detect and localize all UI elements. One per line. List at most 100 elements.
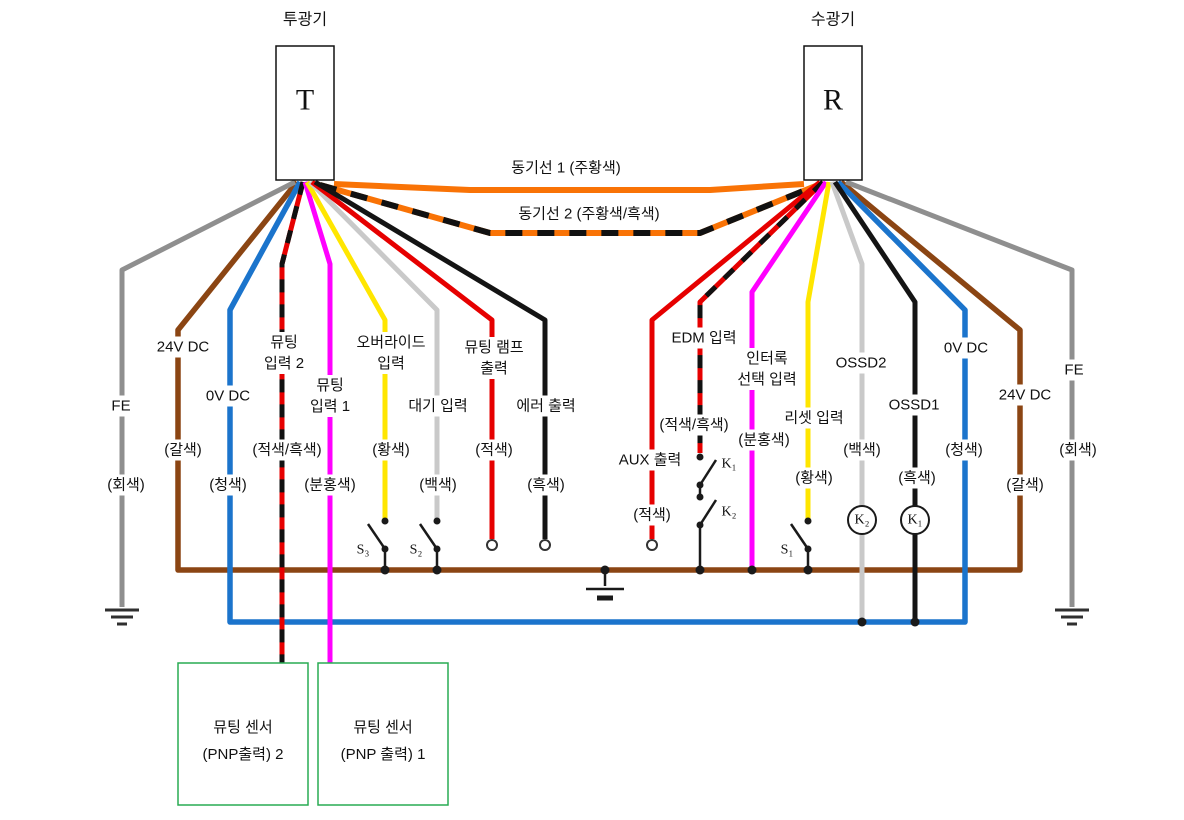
transmitter-title: 투광기 [282,11,328,29]
terminal-aux-output [646,539,658,551]
terminal-muting-lamp-output [486,539,498,551]
junction-dot [600,565,610,575]
label-override-input-color: (황색) [369,439,413,461]
wire-ossd2-upper [829,181,865,506]
label-fe-right-color: (회색) [1056,439,1100,461]
wire-edm-input-dashes [697,180,825,453]
label-coil-k2: K₂ [854,512,870,528]
label-interlock-select-input: 인터록 선택 입력 [734,348,800,390]
wire-sync1 [333,181,805,193]
label-muting-input2: 뮤팅 입력 2 [260,332,308,374]
wire-muting-input2-base [279,181,306,663]
label-24vdc-right-color: (갈색) [1003,474,1047,496]
ground-symbol-left [105,608,139,626]
label-fe-right: FE [1061,359,1087,381]
label-line: 입력 2 [263,355,305,372]
wire-0vdc-loop [227,180,968,625]
junction-dot [380,565,390,575]
label-line: (PNP 출력) 1 [340,746,426,763]
label-aux-output-color: (적색) [630,504,674,526]
label-override-input: 오버라이드 입력 [353,332,429,374]
wire-interlock-select-input [749,180,829,570]
label-fe-left: FE [108,395,134,417]
switch-terminal [804,517,812,525]
label-aux-output: AUX 출력 [615,449,685,471]
label-line: 인터록 [746,350,788,367]
label-24vdc-left-color: (갈색) [161,439,205,461]
label-ossd2: OSSD2 [832,352,890,374]
label-0vdc-left: 0V DC [202,385,254,407]
junction-dot [747,565,757,575]
label-line: 뮤팅 센서 [353,719,413,736]
muting-sensor2-box [177,662,309,806]
label-switch-s1: S₁ [780,542,794,558]
wire-error-output [313,179,548,539]
label-muting-input1: 뮤팅 입력 1 [306,375,354,417]
junction-dot [910,617,920,627]
switch-s1 [789,517,812,570]
label-error-output-color: (흑색) [524,474,568,496]
label-line: 출력 [480,360,508,377]
receiver-letter: R [822,83,844,117]
junction-dot [803,565,813,575]
label-reset-input: 리셋 입력 [781,407,847,429]
label-switch-s2: S₂ [409,542,423,558]
wire-fe-right [845,179,1075,607]
label-line: 선택 입력 [737,371,797,388]
label-edm-input: EDM 입력 [668,327,740,349]
receiver-title: 수광기 [810,11,856,29]
coil-k2 [847,505,877,535]
label-interlock-color: (분홍색) [735,429,793,451]
label-line: 뮤팅 센서 [213,719,273,736]
contact-k1 [696,453,718,489]
muting-sensor1-box [317,662,449,806]
junction-dot [695,565,705,575]
contact-terminal [696,493,704,501]
label-line: 뮤팅 램프 [464,339,524,356]
label-0vdc-right: 0V DC [940,337,992,359]
transmitter-box [275,45,335,181]
label-standby-input-color: (백색) [416,474,460,496]
label-24vdc-left: 24V DC [153,336,213,358]
wire-24vdc-loop [175,179,1023,573]
label-error-output: 에러 출력 [513,395,579,417]
label-ossd1-color: (흑색) [895,467,939,489]
label-0vdc-right-color: (청색) [942,439,986,461]
wire-muting-input1 [302,181,333,663]
label-muting-input2-color: (적색/흑색) [249,439,325,461]
label-line: 입력 1 [309,398,351,415]
label-reset-input-color: (황색) [792,467,836,489]
junction-dot [857,617,867,627]
contact-k2 [696,485,718,570]
label-standby-input: 대기 입력 [405,395,471,417]
label-0vdc-left-color: (청색) [206,474,250,496]
coil-k1 [900,505,930,535]
label-ossd2-color: (백색) [840,439,884,461]
label-switch-s3: S₃ [356,542,370,558]
label-line: 입력 [377,355,405,372]
terminal-error-output [539,539,551,551]
junction-dot [432,565,442,575]
label-line: (PNP출력) 2 [202,746,284,763]
switch-s3 [366,517,389,570]
switch-terminal [381,517,389,525]
label-line: 뮤팅 [270,334,298,351]
label-muting-lamp-output: 뮤팅 램프 출력 [461,337,527,379]
label-edm-input-color: (적색/흑색) [656,414,732,436]
label-muting-lamp-color: (적색) [472,439,516,461]
contact-terminal [696,453,704,461]
wire-ossd1-upper [832,180,918,506]
contact-lever [698,499,718,526]
wire-muting-lamp-output [310,180,495,539]
label-fe-left-color: (회색) [104,474,148,496]
transmitter-letter: T [295,83,315,117]
wire-reset-input [805,181,832,519]
sync-line1-label: 동기선 1 (주황색) [508,157,624,179]
contact-lever [698,459,718,486]
muting-sensor2-label: 뮤팅 센서 (PNP출력) 2 [203,714,284,768]
label-contact-k2: K₂ [721,504,737,520]
switch-s2 [418,517,441,570]
switch-lever [418,523,439,550]
